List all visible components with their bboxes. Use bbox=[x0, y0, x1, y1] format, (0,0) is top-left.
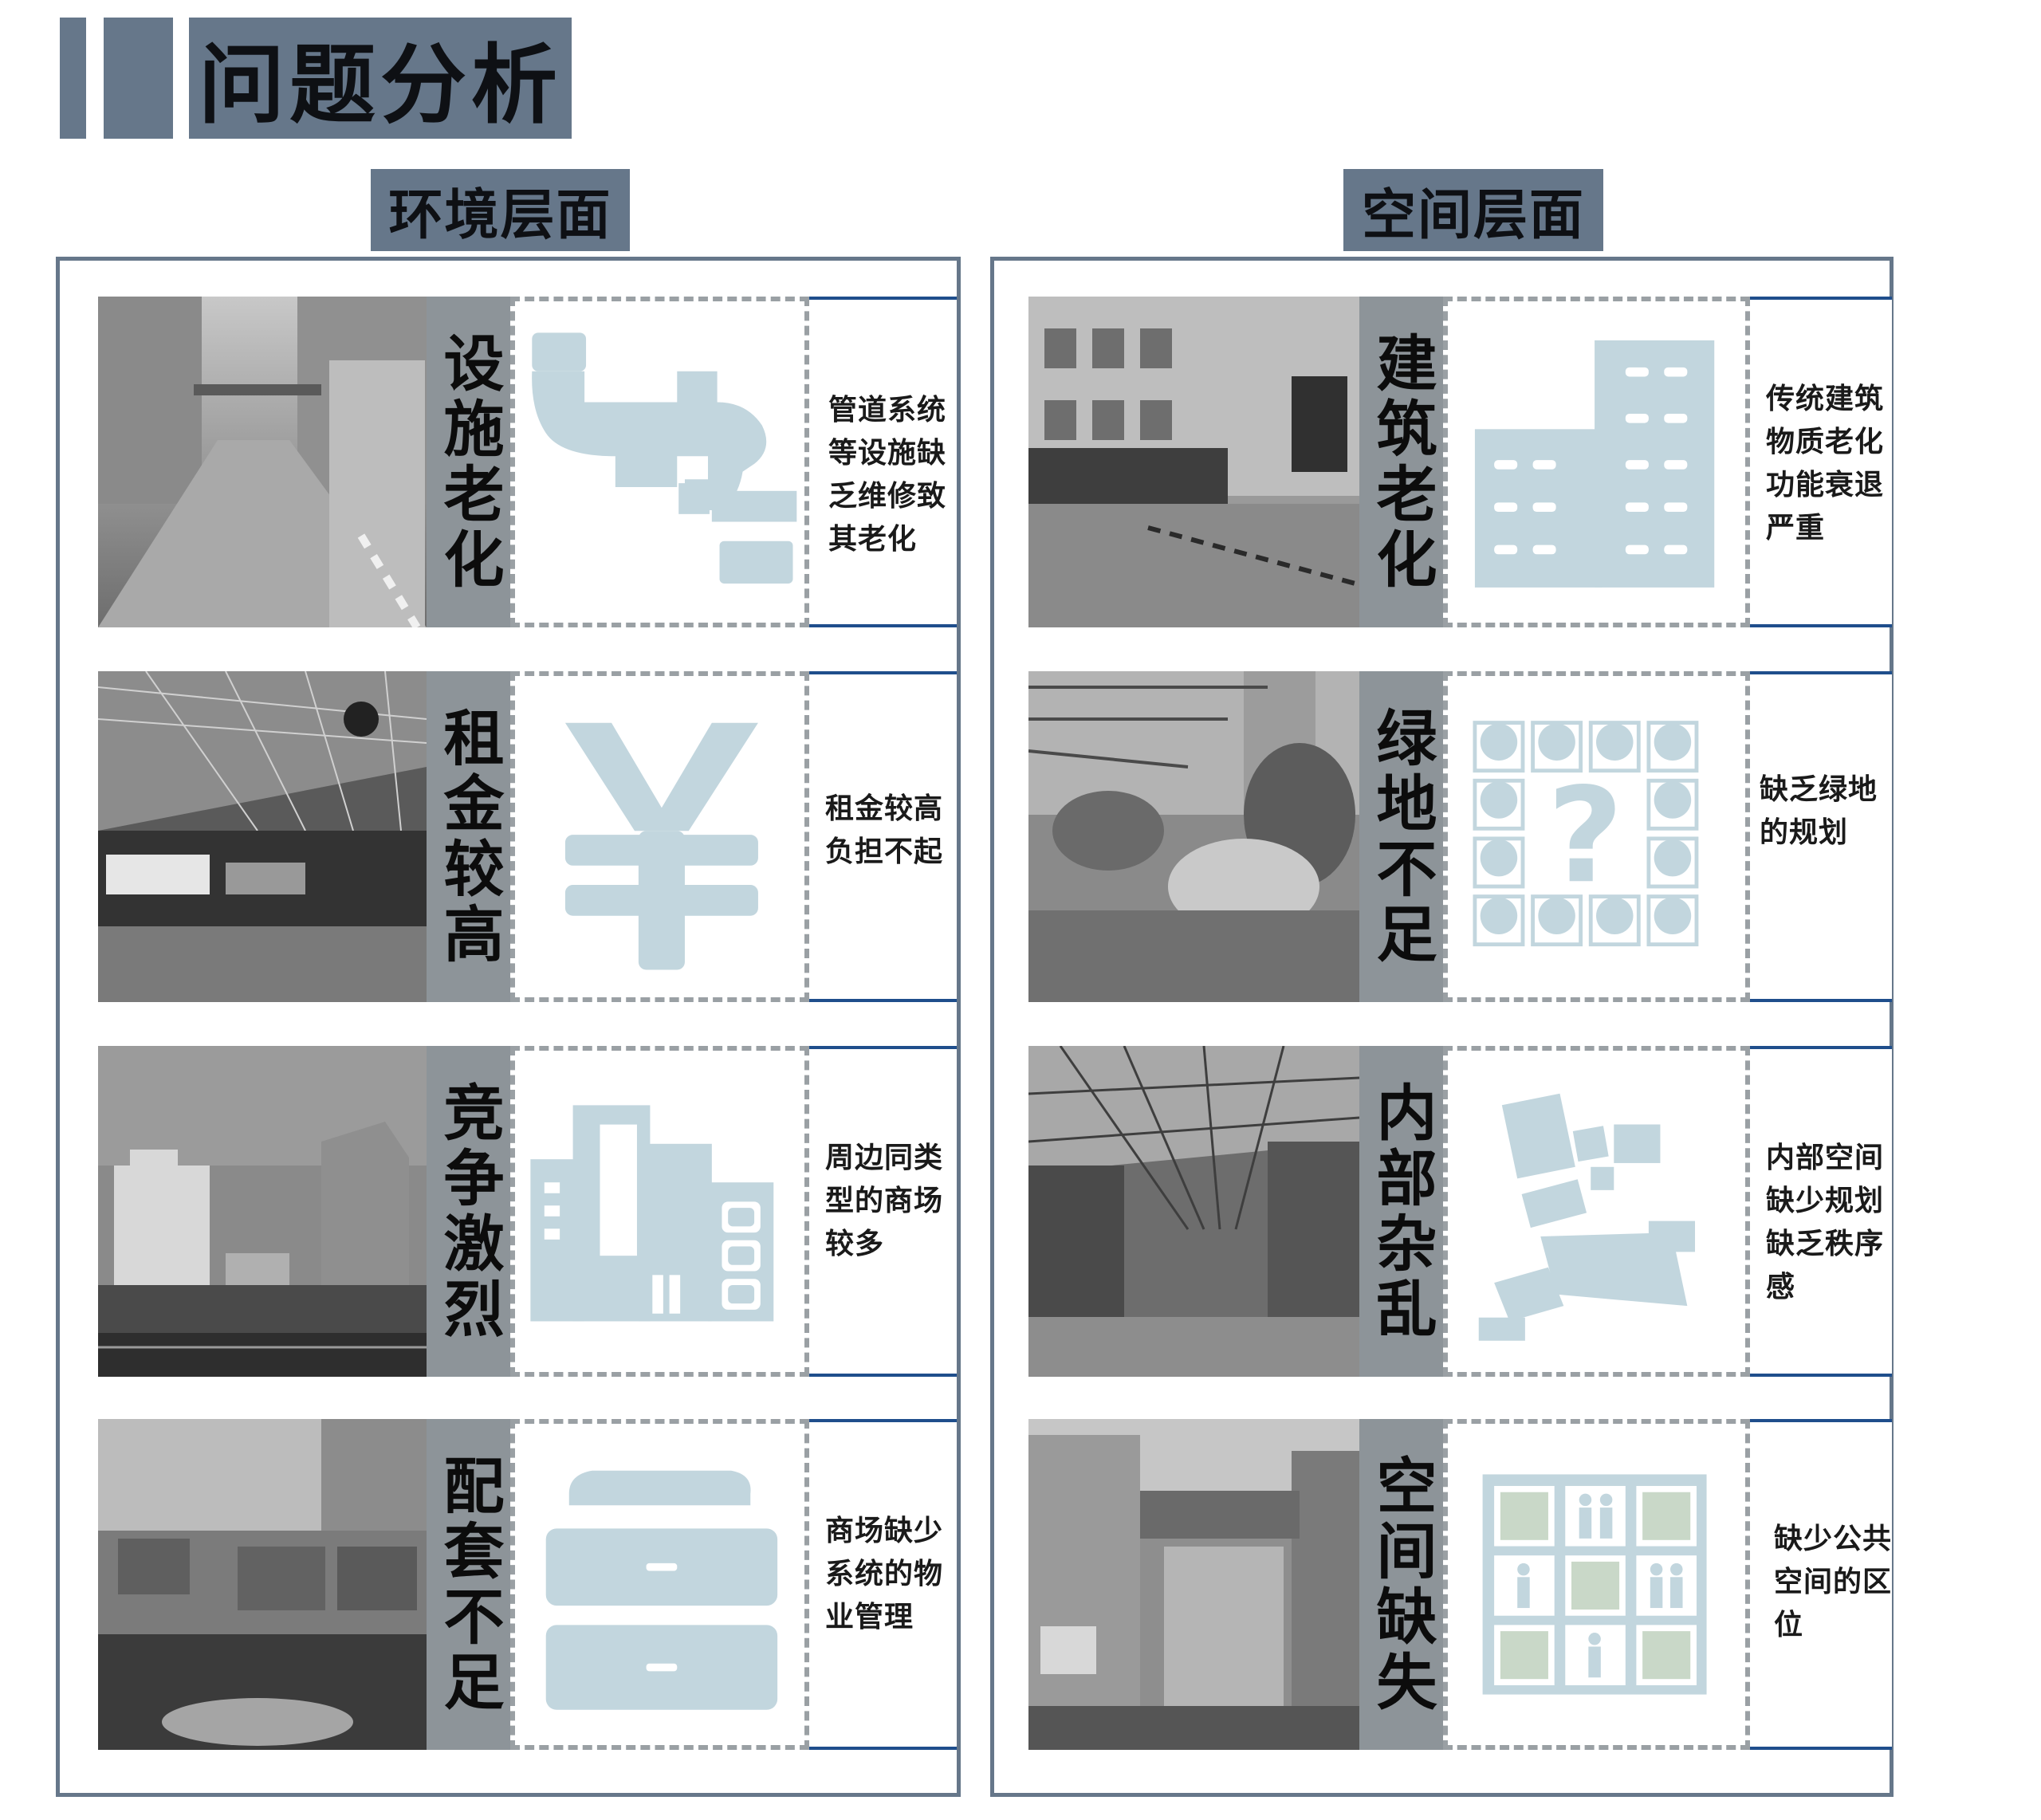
old-building-icon bbox=[1474, 340, 1715, 588]
desc-building-aging: 传统建筑 物质老化 功能衰退 严重 bbox=[1750, 297, 1892, 627]
photo-missing-space bbox=[1028, 1419, 1359, 1750]
iconbox-building-aging bbox=[1443, 297, 1750, 627]
desc-internal-clutter: 内部空间 缺少规划 缺乏秩序 感 bbox=[1750, 1046, 1892, 1377]
desc-text-internal-clutter: 内部空间 缺少规划 缺乏秩序 感 bbox=[1766, 1142, 1885, 1303]
buildings-icon bbox=[530, 1105, 774, 1322]
photo-insufficient-support bbox=[98, 1419, 427, 1750]
desc-lack-of-greenery: 缺乏绿地 的规划 bbox=[1750, 671, 1892, 1002]
label-lack-of-greenery: 绿地不足 bbox=[1359, 671, 1443, 1002]
yen-icon bbox=[564, 722, 758, 970]
desc-text-missing-space: 缺少公共 空间的区 位 bbox=[1774, 1523, 1893, 1641]
label-missing-space: 空间缺失 bbox=[1359, 1419, 1443, 1750]
desc-high-rent: 租金较高 负担不起 bbox=[809, 671, 957, 1002]
trees-question-icon: ? bbox=[1473, 721, 1699, 947]
desc-missing-space: 缺少公共 空间的区 位 bbox=[1750, 1419, 1892, 1750]
iconbox-facility-aging bbox=[510, 297, 809, 627]
scattered-blocks-icon bbox=[1478, 1093, 1696, 1341]
desc-text-insufficient-support: 商场缺少 系统的物 业管理 bbox=[825, 1515, 944, 1633]
photo-building-aging bbox=[1028, 297, 1359, 627]
desc-competition: 周边同类 型的商场 较多 bbox=[809, 1046, 957, 1377]
iconbox-lack-of-greenery: ? bbox=[1443, 671, 1750, 1002]
iconbox-high-rent bbox=[510, 671, 809, 1002]
cabinet-icon bbox=[545, 1470, 778, 1710]
label-insufficient-support: 配套不足 bbox=[427, 1419, 510, 1750]
desc-text-building-aging: 传统建筑 物质老化 功能衰退 严重 bbox=[1766, 383, 1885, 544]
header-bar-mid bbox=[104, 18, 173, 139]
iconbox-internal-clutter bbox=[1443, 1046, 1750, 1377]
desc-text-facility-aging: 管道系统 等设施缺 乏维修致 其老化 bbox=[828, 394, 947, 556]
section-title-environment: 环境层面 bbox=[371, 169, 630, 251]
photo-facility-aging bbox=[98, 297, 427, 627]
iconbox-competition bbox=[510, 1046, 809, 1377]
page-title: 问题分析 bbox=[189, 18, 572, 139]
label-internal-clutter: 内部杂乱 bbox=[1359, 1046, 1443, 1377]
desc-text-lack-of-greenery: 缺乏绿地 的规划 bbox=[1760, 773, 1878, 849]
photo-lack-of-greenery bbox=[1028, 671, 1359, 1002]
label-building-aging: 建筑老化 bbox=[1359, 297, 1443, 627]
section-title-space: 空间层面 bbox=[1343, 169, 1603, 251]
header-bar-left bbox=[60, 18, 86, 139]
photo-competition bbox=[98, 1046, 427, 1377]
desc-insufficient-support: 商场缺少 系统的物 业管理 bbox=[809, 1419, 957, 1750]
public-space-grid-icon bbox=[1482, 1474, 1707, 1695]
label-high-rent: 租金较高 bbox=[427, 671, 510, 1002]
photo-internal-clutter bbox=[1028, 1046, 1359, 1377]
pipe-icon bbox=[532, 332, 797, 584]
iconbox-missing-space bbox=[1443, 1419, 1750, 1750]
photo-high-rent bbox=[98, 671, 427, 1002]
desc-facility-aging: 管道系统 等设施缺 乏维修致 其老化 bbox=[809, 297, 957, 627]
svg-text:?: ? bbox=[1547, 759, 1624, 912]
iconbox-insufficient-support bbox=[510, 1419, 809, 1750]
desc-text-high-rent: 租金较高 负担不起 bbox=[825, 792, 944, 868]
desc-text-competition: 周边同类 型的商场 较多 bbox=[825, 1142, 944, 1260]
label-competition: 竞争激烈 bbox=[427, 1046, 510, 1377]
label-facility-aging: 设施老化 bbox=[427, 297, 510, 627]
